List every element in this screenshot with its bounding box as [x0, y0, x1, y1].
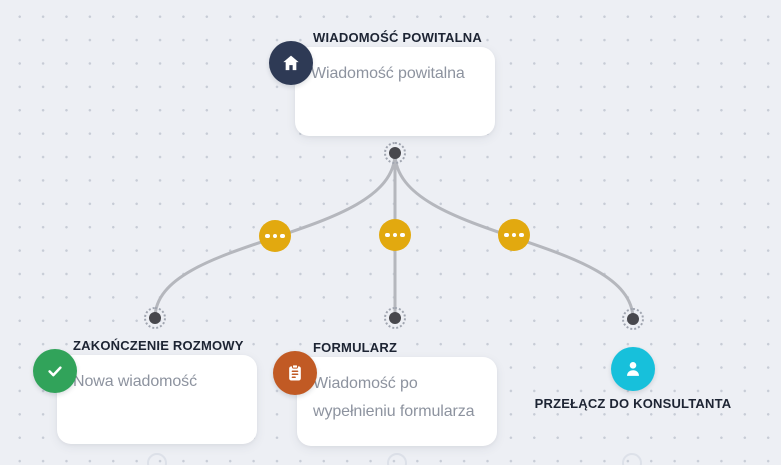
- node-end-conversation-card[interactable]: Nowa wiadomość: [57, 355, 257, 444]
- ellipsis-icon: [265, 233, 270, 239]
- node-form-text: Wiadomość po wypełnieniu formularza: [313, 375, 475, 420]
- clipboard-icon[interactable]: [273, 351, 317, 395]
- node-form-card[interactable]: Wiadomość po wypełnieniu formularza: [297, 357, 497, 446]
- ellipsis-icon: [519, 232, 524, 238]
- ellipsis-icon: [280, 233, 285, 239]
- connector-options-button-right[interactable]: [498, 219, 530, 251]
- check-icon[interactable]: [33, 349, 77, 393]
- port-welcome-output[interactable]: [384, 142, 406, 164]
- node-welcome-card[interactable]: Wiadomość powitalna: [295, 47, 495, 136]
- ellipsis-icon: [400, 232, 405, 238]
- port-form-input[interactable]: [384, 307, 406, 329]
- ellipsis-icon: [272, 233, 278, 239]
- port-consultant-output[interactable]: [622, 453, 642, 465]
- node-welcome-text: Wiadomość powitalna: [311, 65, 465, 82]
- home-icon[interactable]: [269, 41, 313, 85]
- person-icon[interactable]: [611, 347, 655, 391]
- node-welcome-label: WIADOMOŚĆ POWITALNA: [313, 30, 482, 45]
- connector-options-button-middle[interactable]: [379, 219, 411, 251]
- port-dot: [389, 312, 401, 324]
- node-end-conversation-text: Nowa wiadomość: [73, 373, 197, 390]
- node-end-conversation-label: ZAKOŃCZENIE ROZMOWY: [73, 338, 244, 353]
- port-dot: [149, 312, 161, 324]
- port-form-output[interactable]: [387, 453, 407, 465]
- port-consultant-input[interactable]: [622, 308, 644, 330]
- node-consultant-label: PRZEŁĄCZ DO KONSULTANTA: [534, 396, 732, 411]
- connector-options-button-left[interactable]: [259, 220, 291, 252]
- port-dot: [627, 313, 639, 325]
- port-end-conversation-output[interactable]: [147, 453, 167, 465]
- ellipsis-icon: [392, 232, 398, 238]
- ellipsis-icon: [385, 232, 390, 238]
- ellipsis-icon: [504, 232, 509, 238]
- port-end-conversation-input[interactable]: [144, 307, 166, 329]
- port-dot: [389, 147, 401, 159]
- ellipsis-icon: [511, 232, 517, 238]
- node-form-label: FORMULARZ: [313, 340, 398, 355]
